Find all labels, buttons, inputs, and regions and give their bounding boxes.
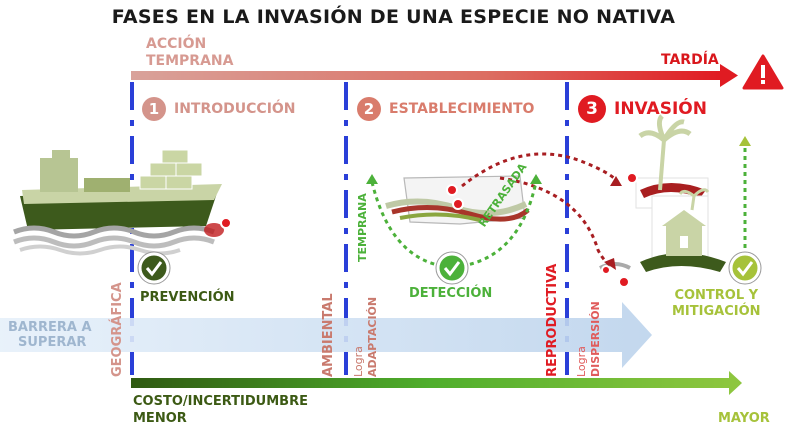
environmental-note-1: Logra: [352, 346, 365, 377]
detection-check-icon: [435, 251, 469, 285]
control-check-icon: [728, 251, 762, 285]
late-detection-arrowhead: [530, 174, 542, 184]
environmental-note-2: ADAPTACIÓN: [366, 296, 379, 377]
phase-number-2: 2: [357, 97, 381, 121]
late-action-label: TARDÍA: [661, 52, 719, 68]
phase-number-1: 1: [142, 97, 166, 121]
control-arrowhead: [739, 136, 751, 146]
spread-arrowhead-1: [610, 176, 622, 186]
reproductive-barrier-label: REPRODUCTIVA: [545, 263, 560, 377]
spread-arrowhead-2: [604, 258, 616, 270]
phase-divider-lines: [130, 82, 569, 375]
house-island-icon: [599, 188, 726, 288]
cost-label-line1: COSTO/INCERTIDUMBRE: [133, 394, 308, 409]
barrier-arrow: [0, 302, 652, 368]
early-detection-label: TEMPRANA: [356, 193, 369, 262]
early-action-line2: TEMPRANA: [146, 53, 234, 69]
early-detection-arrowhead: [366, 174, 378, 184]
detection-arrows: [370, 144, 747, 268]
phase-label-introduction: INTRODUCCIÓN: [174, 101, 296, 117]
phase-label-invasion: INVASIÓN: [614, 99, 707, 119]
warning-triangle-icon: [742, 54, 784, 90]
phase-number-3: 3: [578, 95, 606, 123]
barrier-label-line2: SUPERAR: [18, 335, 87, 350]
phase-invasion: 3 INVASIÓN: [578, 95, 707, 123]
cost-end-label: MAYOR: [718, 411, 770, 426]
spread-arrows: [461, 152, 620, 268]
environmental-barrier-label: AMBIENTAL: [321, 293, 336, 377]
phase-label-establishment: ESTABLECIMIENTO: [389, 101, 535, 117]
cost-label-line2: MENOR: [133, 411, 187, 426]
barrier-label-line1: BARRERA A: [8, 320, 92, 335]
geographic-barrier-label: GEOGRÁFICA: [110, 282, 125, 377]
phase-introduction: 1 INTRODUCCIÓN: [142, 97, 296, 121]
detection-label: DETECCIÓN: [409, 286, 493, 301]
reproductive-note-1: Logra: [575, 346, 588, 377]
control-line1: CONTROL Y: [674, 288, 759, 303]
control-mitigation-label: CONTROL Y MITIGACIÓN: [672, 288, 761, 320]
reproductive-note-2: DISPERSIÓN: [589, 301, 602, 377]
early-action-line1: ACCIÓN: [146, 36, 207, 52]
timeline-arrow-head: [720, 64, 738, 87]
timeline-arrow-shaft: [131, 71, 721, 80]
page-title: FASES EN LA INVASIÓN DE UNA ESPECIE NO N…: [111, 6, 676, 28]
control-line2: MITIGACIÓN: [672, 304, 761, 319]
prevention-label: PREVENCIÓN: [140, 290, 235, 305]
barrier-label: BARRERA A SUPERAR: [8, 320, 92, 350]
phase-establishment: 2 ESTABLECIMIENTO: [357, 97, 534, 121]
territory-map-icon: [385, 175, 530, 225]
cost-arrow-shaft: [131, 378, 731, 388]
prevention-check-icon: [137, 251, 171, 285]
cost-label: COSTO/INCERTIDUMBRE MENOR: [133, 393, 308, 427]
cargo-ship-icon: [13, 149, 232, 256]
cost-arrow-head: [729, 371, 742, 395]
early-action-label: ACCIÓN TEMPRANA: [146, 36, 233, 70]
